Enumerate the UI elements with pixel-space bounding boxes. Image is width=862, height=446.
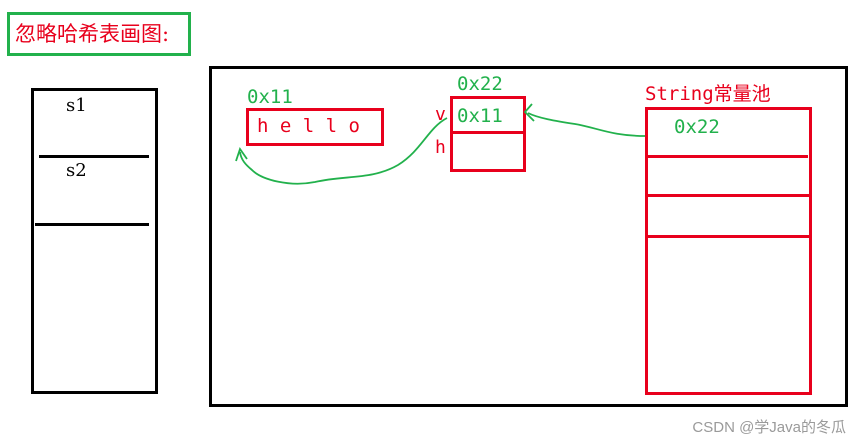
stack-divider-1 (39, 155, 149, 158)
hello-address: 0x11 (247, 86, 293, 108)
pool-divider-3 (645, 235, 810, 238)
string-obj-box (450, 96, 526, 172)
arrow-v-to-hello (239, 117, 448, 185)
string-obj-address: 0x22 (457, 73, 503, 95)
field-v-value: 0x11 (457, 105, 503, 127)
title-text: 忽略哈希表画图: (15, 22, 170, 46)
stack-var-s2: s2 (66, 160, 87, 181)
field-h-label: h (435, 137, 446, 158)
arrow-head-hello (235, 147, 248, 162)
title-box: 忽略哈希表画图: (7, 12, 191, 56)
watermark: CSDN @学Java的冬瓜 (692, 419, 846, 436)
pool-divider-1 (645, 155, 808, 158)
arrow-pool-to-string (527, 112, 646, 137)
stack-frame (31, 88, 158, 394)
pool-entry-ref: 0x22 (674, 116, 720, 138)
pool-label: String常量池 (645, 83, 771, 105)
hello-box (246, 108, 384, 146)
field-v-label: v (435, 104, 446, 125)
stack-var-s1: s1 (66, 95, 87, 116)
string-obj-divider (450, 131, 526, 134)
arrow-head-string (523, 103, 535, 122)
heap-frame (209, 66, 848, 407)
hello-chars: h e l l o (257, 115, 360, 137)
pool-divider-2 (645, 194, 812, 197)
pool-box (645, 107, 812, 395)
stack-divider-2 (35, 223, 149, 226)
